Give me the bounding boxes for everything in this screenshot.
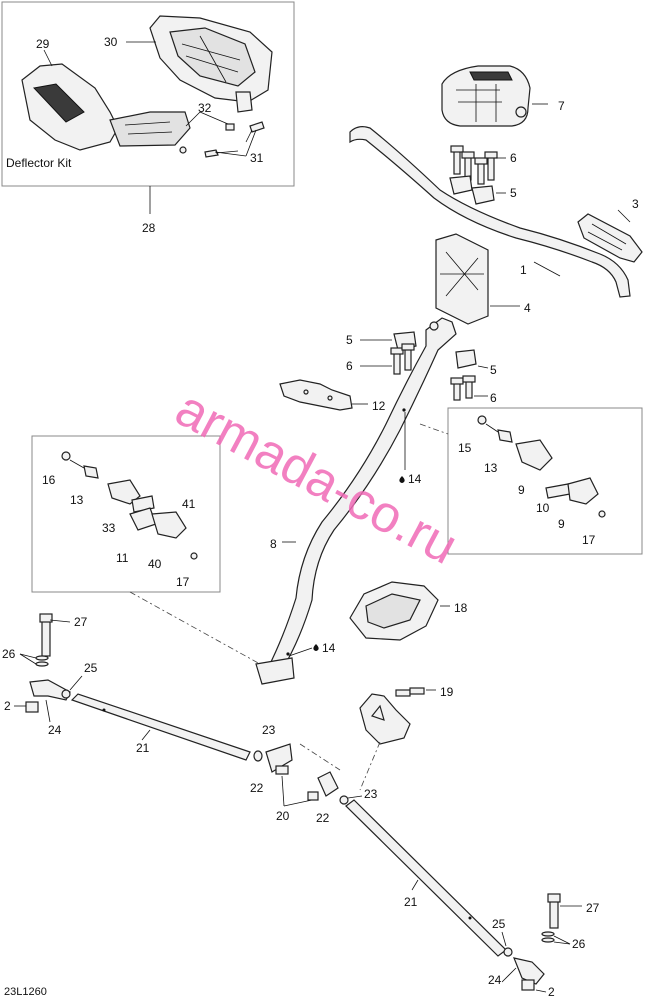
- steering-riser: 4: [435, 233, 531, 325]
- drawing-reference: 23L1260: [4, 986, 47, 998]
- callout-21-right: 21: [404, 895, 418, 909]
- callout-3: 3: [632, 197, 639, 211]
- throttle-grip: 3: [577, 197, 643, 263]
- support-plate: 12: [279, 379, 386, 413]
- callout-18: 18: [454, 601, 468, 615]
- callout-23-right: 23: [364, 787, 378, 801]
- callout-25-left: 25: [84, 661, 98, 675]
- detail-box-right: 15 13 9 10 9 17: [419, 407, 643, 555]
- callout-33: 33: [102, 521, 116, 535]
- handlebar: 1: [349, 126, 631, 298]
- callout-14-lower: 14: [322, 641, 336, 655]
- callout-31: 31: [250, 151, 264, 165]
- callout-1: 1: [520, 263, 527, 277]
- callout-26-left: 26: [2, 647, 16, 661]
- tie-rod-right-assembly: 22 23 21 25 24 2 27 26: [307, 771, 600, 999]
- deflector-kit-box: 29 30 32 31 Deflector Kit 28: [1, 1, 295, 235]
- callout-30: 30: [104, 35, 118, 49]
- callout-29: 29: [36, 37, 50, 51]
- callout-19: 19: [440, 685, 454, 699]
- callout-2-left: 2: [4, 699, 11, 713]
- callout-32: 32: [198, 101, 212, 115]
- detail-box-left: 16 13 41 33 11 40 17: [31, 435, 261, 665]
- callout-28: 28: [142, 221, 156, 235]
- deflector-kit-label: Deflector Kit: [6, 156, 72, 170]
- steering-column: 8 14 14: [255, 317, 457, 685]
- callout-20: 20: [276, 809, 290, 823]
- callout-27-left: 27: [74, 615, 88, 629]
- callout-4: 4: [524, 301, 531, 315]
- callout-16: 16: [42, 473, 56, 487]
- callout-14-upper: 14: [408, 472, 422, 486]
- callout-8: 8: [270, 537, 277, 551]
- callout-11: 11: [116, 551, 129, 565]
- callout-12: 12: [372, 399, 386, 413]
- callout-6-right: 6: [490, 391, 497, 405]
- callout-9-a: 9: [518, 483, 525, 497]
- callout-41: 41: [182, 497, 196, 511]
- callout-22-right: 22: [316, 811, 330, 825]
- steering-arm-bracket: 19: [299, 685, 454, 791]
- callout-26-right: 26: [572, 937, 586, 951]
- callout-7: 7: [558, 99, 565, 113]
- steering-column-clamps: 5 6 5 6: [346, 331, 497, 405]
- callout-13-left: 13: [70, 493, 84, 507]
- callout-17-left: 17: [176, 575, 190, 589]
- callout-17-right: 17: [582, 533, 596, 547]
- tie-rod-left-assembly: 27 26 2 25 24 21 23 22 20: [2, 613, 313, 823]
- steering-cover: 18: [349, 581, 468, 641]
- callout-13-right: 13: [484, 461, 498, 475]
- callout-25-right: 25: [492, 917, 506, 931]
- callout-15: 15: [458, 441, 472, 455]
- callout-10: 10: [536, 501, 550, 515]
- callout-5-left: 5: [346, 333, 353, 347]
- callout-2-right: 2: [548, 985, 555, 999]
- callout-6-left: 6: [346, 359, 353, 373]
- callout-24-right: 24: [488, 973, 502, 987]
- callout-23-left: 23: [262, 723, 276, 737]
- hand-deflector-left: [21, 63, 191, 151]
- callout-9-b: 9: [558, 517, 565, 531]
- handlebar-pad: 7: [441, 65, 565, 127]
- callout-27-right: 27: [586, 901, 600, 915]
- callout-40: 40: [148, 557, 162, 571]
- hand-deflector-right: [149, 15, 273, 113]
- callout-5-right: 5: [490, 363, 497, 377]
- deflector-hardware: [179, 121, 265, 158]
- callout-21-left: 21: [136, 741, 150, 755]
- upper-clamp-hardware: 6 5: [449, 145, 517, 205]
- callout-22-left: 22: [250, 781, 264, 795]
- callout-6-top: 6: [510, 151, 517, 165]
- callout-24-left: 24: [48, 723, 62, 737]
- callout-5-top: 5: [510, 186, 517, 200]
